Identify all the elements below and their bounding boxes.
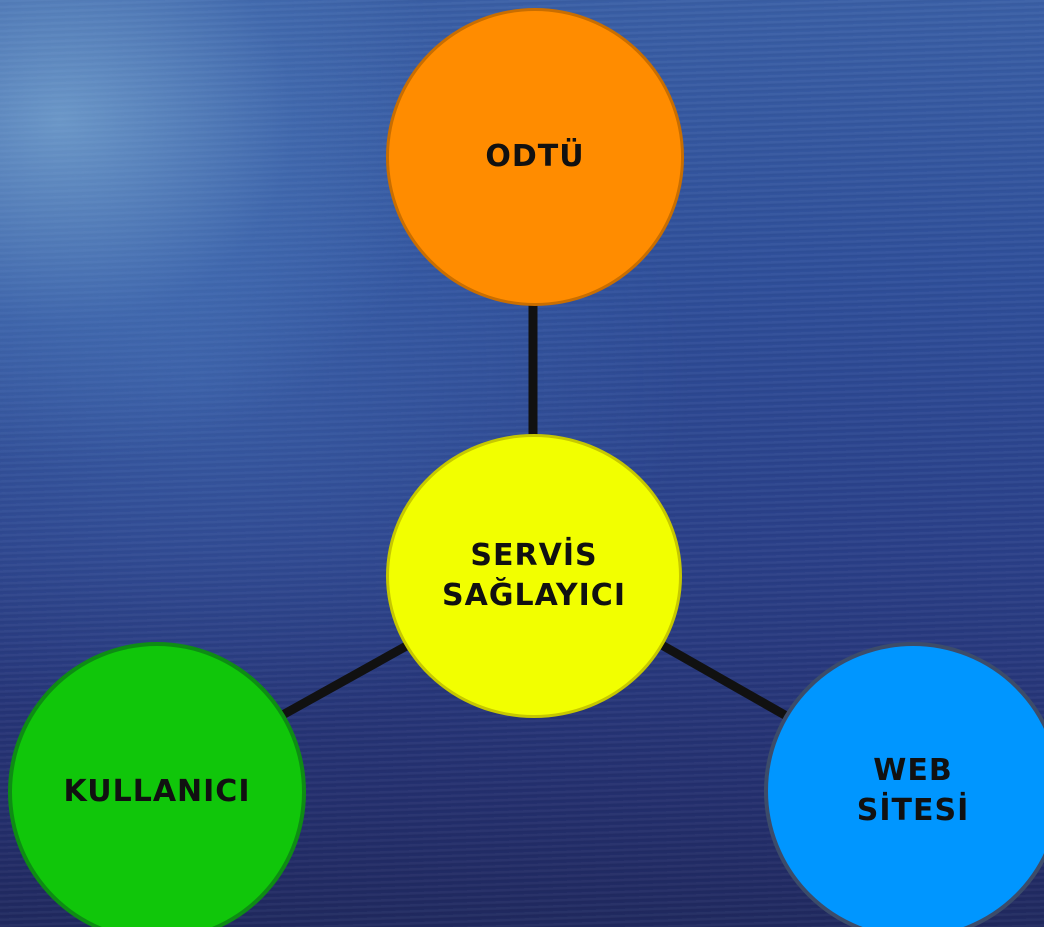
node-right-label-line1: WEB xyxy=(873,752,953,788)
node-kullanici-label: KULLANICI xyxy=(63,773,251,809)
connector-center-right xyxy=(655,639,795,723)
node-right-label-line2: SİTESİ xyxy=(856,793,970,828)
node-servis-saglayici: SERVİS SAĞLAYICI xyxy=(386,434,682,718)
node-center-label-line1: SERVİS xyxy=(470,537,598,573)
node-center-label-line2: SAĞLAYICI xyxy=(442,578,626,613)
node-odtu-label: ODTÜ xyxy=(485,138,585,174)
node-odtu: ODTÜ xyxy=(386,8,684,306)
node-kullanici: KULLANICI xyxy=(8,642,306,927)
node-web-sitesi: WEB SİTESİ xyxy=(764,642,1044,927)
connector-center-left xyxy=(265,639,415,727)
